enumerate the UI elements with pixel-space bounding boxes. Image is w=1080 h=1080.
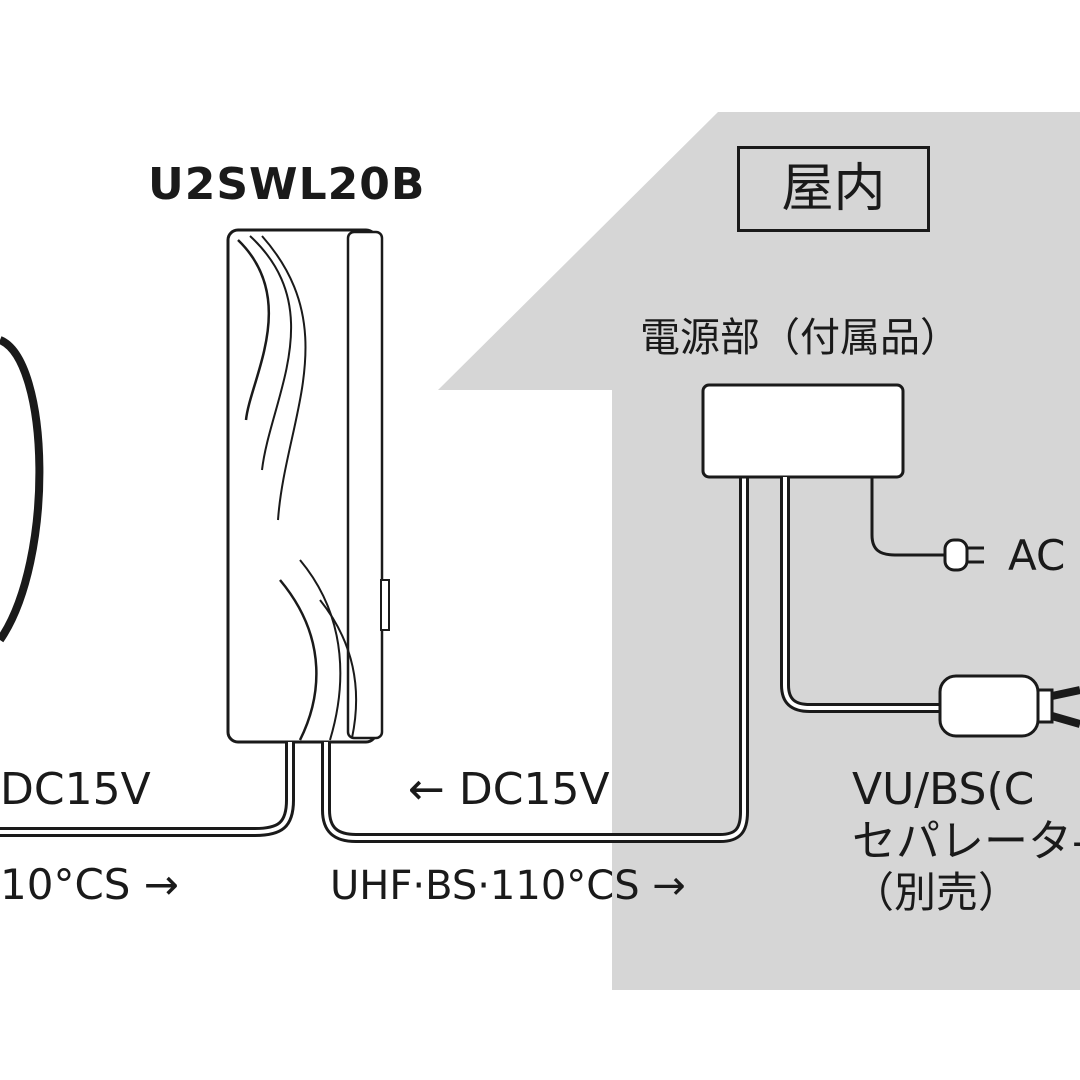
separator-label-line1: VU/BS(C (852, 764, 1035, 815)
dc-mid-label: ← DC15V (408, 764, 610, 815)
booster-unit (226, 228, 390, 744)
booster-model-label: U2SWL20B (148, 159, 426, 210)
separator-icon (938, 674, 1080, 738)
separator-label-line2: セパレータ- (852, 816, 1080, 867)
antenna-left-ring-inner (0, 351, 33, 625)
ac-cord (870, 477, 945, 557)
signal-left-label: 10°CS → (0, 860, 179, 909)
ac-plug-icon (943, 538, 984, 572)
dc-left-label: DC15V (0, 764, 151, 815)
antenna-left-ring (0, 336, 44, 643)
power-unit-label: 電源部（付属品） (640, 315, 960, 361)
ac-label: AC (1008, 531, 1066, 580)
signal-mid-label: UHF·BS·110°CS → (330, 863, 686, 909)
power-unit-box (701, 383, 905, 479)
indoor-house-shape (438, 112, 1080, 990)
indoor-label: 屋内 (737, 146, 930, 232)
separator-label-line3: （別売） (852, 868, 1021, 917)
